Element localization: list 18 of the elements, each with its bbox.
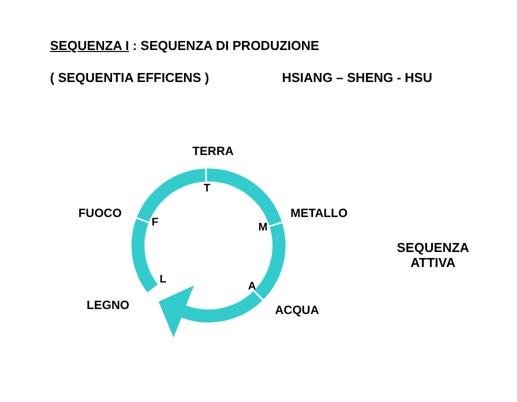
side-note: SEQUENZA ATTIVA: [396, 241, 470, 271]
element-name: LEGNO: [86, 299, 130, 313]
initial-letter: T: [204, 182, 210, 196]
title: SEQUENZA I : SEQUENZA DI PRODUZIONE: [50, 39, 320, 54]
curved-arrow: [158, 284, 262, 338]
initial-letter: A: [248, 280, 256, 294]
element-name: TERRA: [192, 145, 234, 159]
element-name: METALLO: [290, 207, 348, 221]
ring-segment: [206, 168, 282, 226]
ring-segment: [254, 224, 286, 299]
initial-letter: F: [152, 216, 158, 230]
element-name: ACQUA: [275, 304, 319, 318]
element-name: FUOCO: [78, 207, 122, 221]
initial-letter: L: [160, 274, 166, 286]
latin-subtitle: ( SEQUENTIA EFFICENS ): [50, 71, 210, 86]
ring-segment: [137, 168, 206, 222]
initial-letter: M: [258, 222, 268, 234]
romanized-term: HSIANG – SHENG - HSU: [282, 71, 432, 86]
